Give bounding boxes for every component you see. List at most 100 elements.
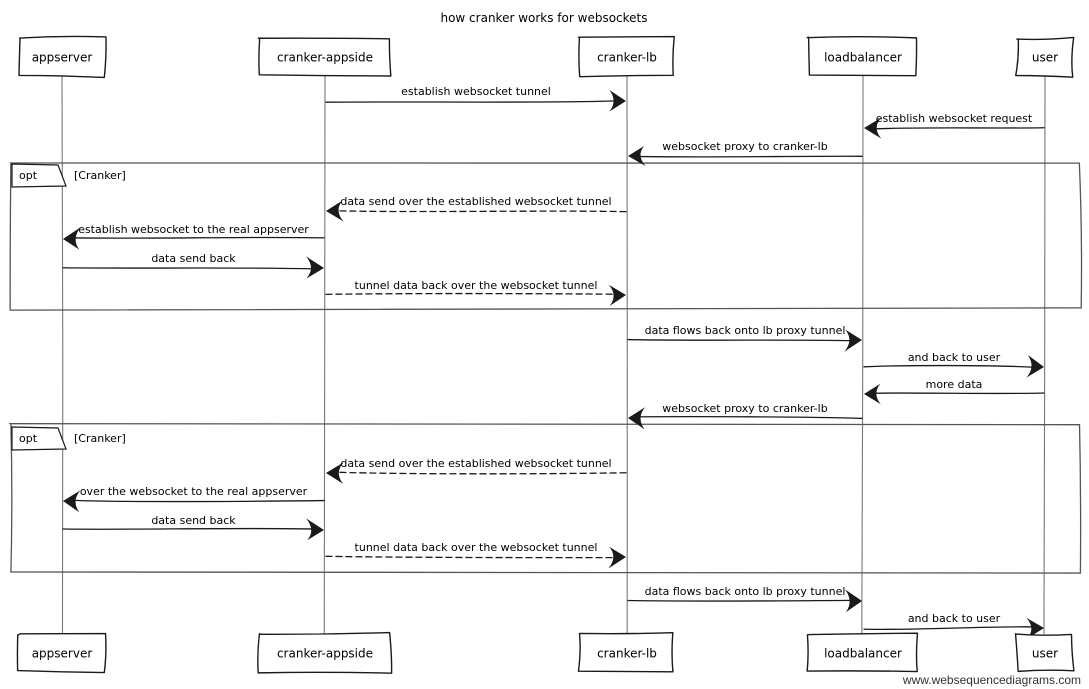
participant-loadbalancer-bottom[interactable]: loadbalancer (806, 632, 919, 673)
participant-user-top[interactable]: user (1015, 36, 1075, 78)
message-line (863, 626, 1036, 631)
participant-label: loadbalancer (824, 647, 902, 661)
participant-cranker-appside-top[interactable]: cranker-appside (257, 37, 392, 77)
message-line (62, 267, 316, 270)
participant-label: loadbalancer (824, 51, 902, 65)
participant-label: appserver (32, 51, 93, 65)
message-line (863, 364, 1036, 368)
message-arrowhead (844, 329, 862, 352)
lifeline-loadbalancer (861, 75, 864, 635)
message-line (334, 210, 627, 213)
fragment-opt-2: opt[Cranker] (8, 422, 1082, 574)
participant-label: cranker-lb (597, 51, 657, 65)
participant-label: appserver (32, 647, 93, 661)
message-m16[interactable]: data flows back onto lb proxy tunnel (627, 585, 862, 613)
message-m3[interactable]: websocket proxy to cranker-lb (628, 140, 863, 167)
lifeline-appserver (61, 75, 64, 635)
message-arrowhead (864, 117, 882, 139)
message-arrowhead (628, 145, 646, 167)
message-arrowhead (306, 518, 324, 541)
message-m4[interactable]: data send over the established websocket… (326, 195, 627, 222)
message-line (872, 127, 1045, 130)
message-line (627, 338, 854, 342)
message-arrowhead (1026, 617, 1044, 639)
message-label: data flows back onto lb proxy tunnel (645, 585, 846, 598)
message-label: websocket proxy to cranker-lb (662, 140, 827, 153)
participant-appserver-top[interactable]: appserver (18, 35, 107, 79)
message-line (627, 599, 854, 602)
message-line (325, 292, 618, 296)
message-line (71, 499, 325, 503)
message-label: establish websocket request (876, 112, 1033, 125)
participant-label: cranker-lb (597, 647, 657, 661)
fragment-condition-label: [Cranker] (74, 432, 126, 445)
message-label: data send back (151, 252, 236, 265)
message-m6[interactable]: data send back (62, 252, 324, 279)
message-arrowhead (609, 89, 626, 112)
message-line (62, 527, 316, 530)
message-m12[interactable]: data send over the established websocket… (326, 457, 627, 484)
message-label: tunnel data back over the websocket tunn… (355, 541, 598, 554)
message-m11[interactable]: websocket proxy to cranker-lb (628, 402, 863, 430)
message-label: data send over the established websocket… (340, 457, 611, 470)
participant-label: cranker-appside (277, 51, 373, 65)
participant-label: cranker-appside (277, 647, 373, 661)
message-arrowhead (63, 490, 81, 513)
participant-user-bottom[interactable]: user (1014, 633, 1075, 673)
message-label: establish websocket to the real appserve… (78, 223, 309, 236)
fragment-kind-label: opt (19, 169, 38, 182)
message-line (872, 392, 1045, 395)
message-line (636, 415, 863, 420)
fragment-label-tab (11, 426, 67, 451)
message-line (334, 471, 627, 475)
participant-appserver-bottom[interactable]: appserver (16, 632, 107, 674)
fragment-label-tab (11, 163, 67, 188)
participant-cranker-lb-top[interactable]: cranker-lb (577, 35, 675, 78)
messages-layer: establish websocket tunnel establish webs… (62, 85, 1045, 639)
message-m13[interactable]: over the websocket to the real appserver (63, 485, 325, 513)
message-arrowhead (326, 462, 344, 484)
watermark-label: www.websequencediagrams.com (902, 673, 1081, 687)
message-arrowhead (306, 256, 324, 279)
message-m2[interactable]: establish websocket request (864, 112, 1045, 139)
message-m9[interactable]: and back to user (863, 351, 1044, 378)
message-arrowhead (63, 227, 81, 250)
message-line (636, 155, 863, 158)
fragment-condition-label: [Cranker] (74, 169, 126, 182)
message-label: tunnel data back over the websocket tunn… (355, 279, 598, 292)
participant-cranker-lb-bottom[interactable]: cranker-lb (577, 631, 674, 673)
message-line (71, 236, 325, 239)
message-m10[interactable]: more data (864, 378, 1045, 405)
message-label: more data (926, 378, 983, 391)
message-label: over the websocket to the real appserver (80, 485, 308, 498)
message-arrowhead (1026, 355, 1044, 378)
message-arrowhead (608, 546, 626, 569)
message-arrowhead (608, 284, 626, 306)
message-line (325, 555, 618, 559)
message-label: establish websocket tunnel (401, 85, 551, 98)
participant-label: user (1032, 647, 1058, 661)
message-arrowhead (844, 589, 862, 613)
message-label: websocket proxy to cranker-lb (662, 402, 827, 415)
message-m1[interactable]: establish websocket tunnel (325, 85, 626, 112)
message-label: and back to user (908, 351, 1001, 364)
message-arrowhead (326, 200, 344, 222)
lifelines-layer (61, 75, 1046, 635)
message-arrowhead (864, 383, 881, 405)
message-m7[interactable]: tunnel data back over the websocket tunn… (325, 279, 626, 306)
message-m5[interactable]: establish websocket to the real appserve… (63, 223, 325, 250)
message-label: data send back (151, 514, 236, 527)
participant-loadbalancer-top[interactable]: loadbalancer (806, 36, 918, 77)
participants-layer: appserver appserver cranker-appside cranker… (16, 35, 1075, 674)
lifeline-user (1043, 75, 1046, 635)
message-m14[interactable]: data send back (62, 514, 324, 541)
message-m15[interactable]: tunnel data back over the websocket tunn… (325, 541, 626, 569)
participant-cranker-appside-bottom[interactable]: cranker-appside (257, 631, 393, 674)
message-m8[interactable]: data flows back onto lb proxy tunnel (627, 324, 862, 352)
message-m17[interactable]: and back to user (863, 612, 1044, 639)
diagram-title: how cranker works for websockets (440, 11, 647, 25)
lifeline-cranker-appside (323, 75, 326, 635)
message-label: data flows back onto lb proxy tunnel (645, 324, 846, 337)
